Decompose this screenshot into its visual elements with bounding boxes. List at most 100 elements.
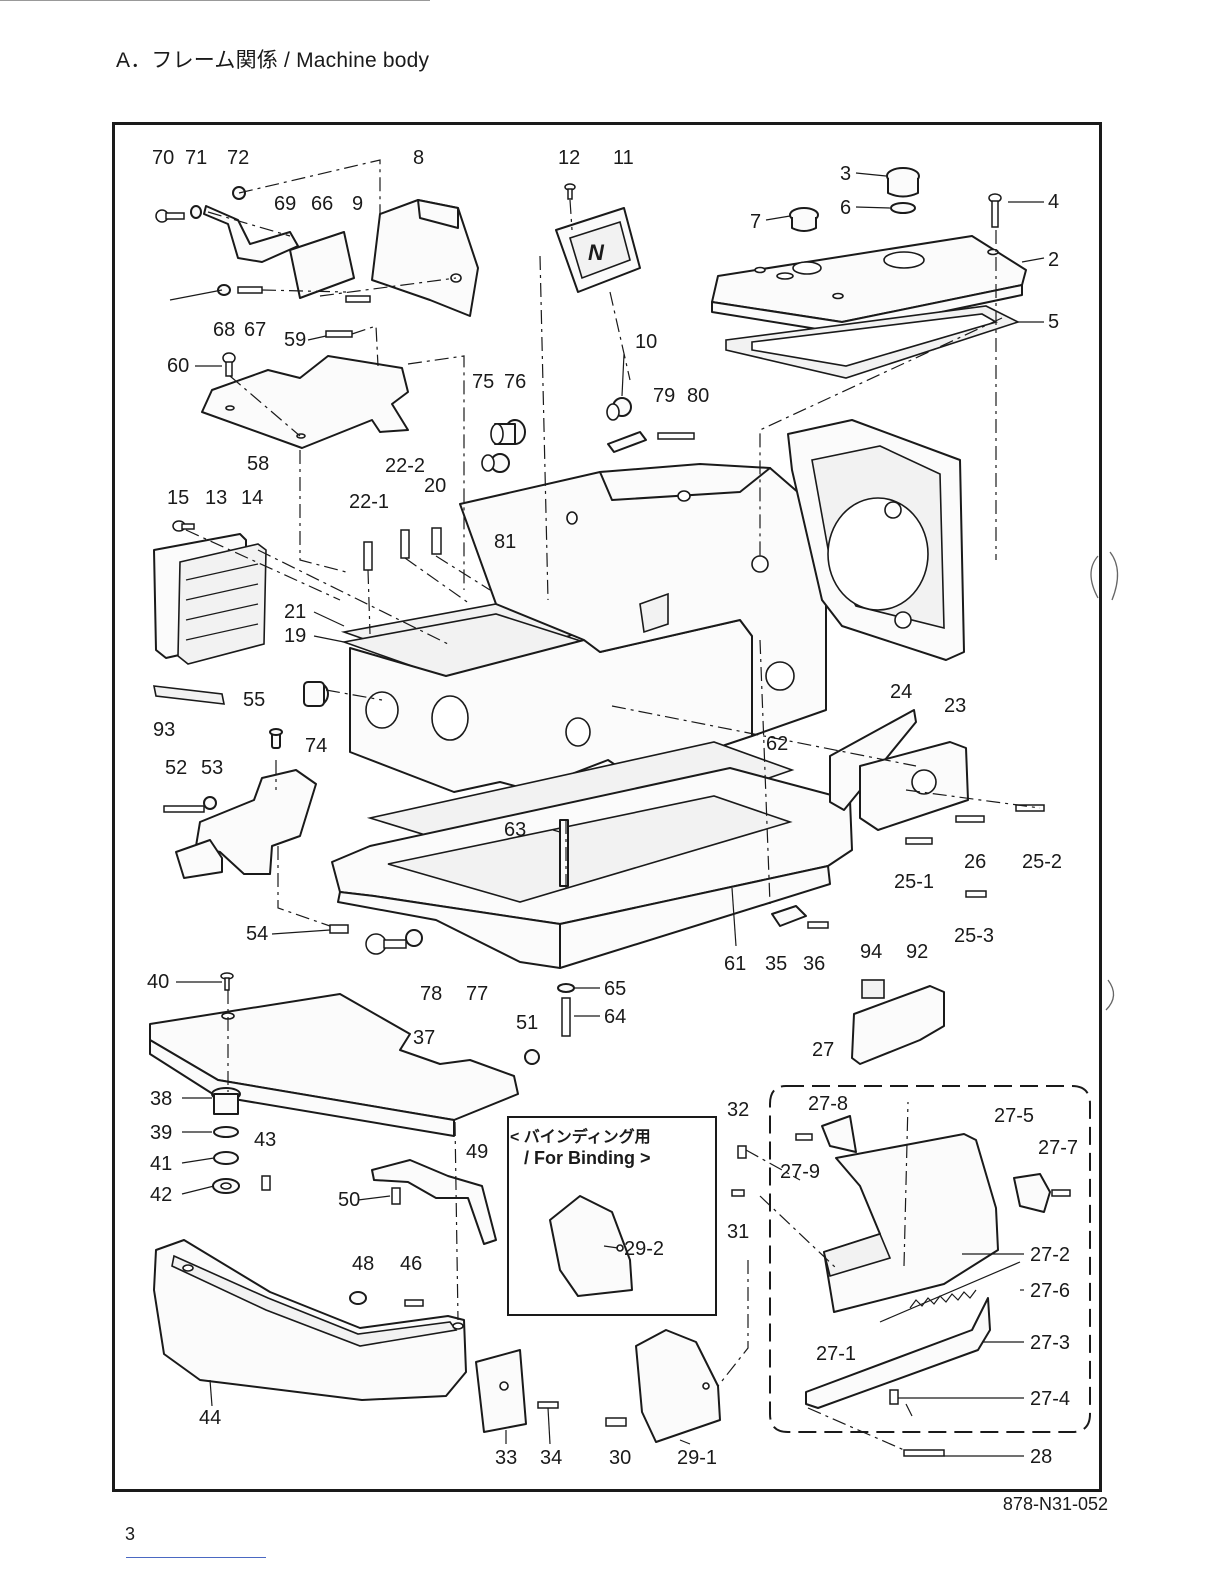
label-35: 35 bbox=[765, 953, 787, 975]
label-52: 52 bbox=[165, 757, 187, 779]
label-5: 5 bbox=[1048, 311, 1059, 333]
binding-inset-title-line2: / For Binding > bbox=[524, 1148, 651, 1168]
document-number: 878-N31-052 bbox=[1002, 1494, 1108, 1514]
label-67: 67 bbox=[244, 319, 266, 341]
label-22-2-value: 22-2 bbox=[385, 455, 425, 477]
label-50: 50 bbox=[338, 1189, 360, 1211]
label-27: 27 bbox=[812, 1039, 834, 1061]
part-65-washer bbox=[557, 983, 575, 993]
part-80-screw bbox=[657, 432, 695, 440]
part-68-washer bbox=[217, 284, 231, 296]
part-25-3-screw bbox=[965, 890, 987, 898]
part-27-7-screw bbox=[1051, 1189, 1071, 1197]
part-52-screw bbox=[163, 805, 205, 813]
part-40-screw bbox=[220, 972, 234, 991]
part-38-rubber-foot bbox=[211, 1087, 241, 1115]
label-25-2: 25-2 bbox=[1022, 851, 1062, 873]
machine-frame-main-body bbox=[349, 463, 827, 793]
label-63: 63 bbox=[504, 819, 526, 841]
part-31-screw bbox=[731, 1189, 745, 1197]
label-93: 93 bbox=[153, 719, 175, 741]
part-27-4-screw bbox=[889, 1389, 899, 1405]
part-78-bolt bbox=[365, 933, 407, 955]
label-68: 68 bbox=[213, 319, 235, 341]
part-27-8-plate bbox=[821, 1115, 857, 1153]
label-64: 64 bbox=[604, 1006, 626, 1028]
part-4-screw bbox=[988, 193, 1002, 228]
part-35-bracket bbox=[771, 905, 807, 927]
part-39-washer bbox=[213, 1126, 239, 1138]
label-27-4: 27-4 bbox=[1030, 1388, 1070, 1410]
part-25-1-screw bbox=[905, 837, 933, 845]
label-4: 4 bbox=[1048, 191, 1059, 213]
label-40: 40 bbox=[147, 971, 169, 993]
label-15: 15 bbox=[167, 487, 189, 509]
label-66: 66 bbox=[311, 193, 333, 215]
label-72: 72 bbox=[227, 147, 249, 169]
part-48-plug bbox=[349, 1291, 367, 1305]
part-69-bracket bbox=[203, 205, 299, 263]
label-92: 92 bbox=[906, 941, 928, 963]
label-48: 48 bbox=[352, 1253, 374, 1275]
label-28: 28 bbox=[1030, 1446, 1052, 1468]
label-94: 94 bbox=[860, 941, 882, 963]
label-27-2: 27-2 bbox=[1030, 1244, 1070, 1266]
label-76: 76 bbox=[504, 371, 526, 393]
label-27-8: 27-8 bbox=[808, 1093, 848, 1115]
label-26: 26 bbox=[964, 851, 986, 873]
label-27-5: 27-5 bbox=[994, 1105, 1034, 1127]
leader-lines bbox=[169, 172, 1045, 1457]
part-43-screw bbox=[261, 1175, 271, 1191]
part-30-screw bbox=[605, 1417, 627, 1427]
label-13: 13 bbox=[205, 487, 227, 509]
part-27-6-spring bbox=[879, 1261, 1021, 1323]
part-2-top-cover bbox=[711, 235, 1027, 334]
label-43: 43 bbox=[254, 1129, 276, 1151]
label-6: 6 bbox=[840, 197, 851, 219]
part-bracket-left bbox=[175, 769, 317, 879]
part-63-post bbox=[559, 819, 569, 887]
label-77: 77 bbox=[466, 983, 488, 1005]
part-36-screw bbox=[807, 921, 829, 929]
label-27-1: 27-1 bbox=[816, 1343, 856, 1365]
part-27-1-guard bbox=[823, 1133, 999, 1313]
part-74-bushing bbox=[303, 681, 329, 707]
part-44-front-cover bbox=[153, 1239, 467, 1401]
part-71-washer bbox=[190, 205, 202, 219]
scan-edge-mark-lower bbox=[1105, 979, 1115, 1011]
part-frame-side-plate bbox=[787, 419, 965, 661]
part-14-filter bbox=[177, 543, 267, 665]
diagram-frame bbox=[112, 122, 1102, 1492]
label-74: 74 bbox=[305, 735, 327, 757]
part-94-label bbox=[861, 979, 885, 999]
label-19: 19 bbox=[284, 625, 306, 647]
part-20-screw bbox=[431, 527, 442, 555]
part-75-bushing bbox=[481, 453, 510, 473]
label-62: 62 bbox=[766, 733, 788, 755]
label-49: 49 bbox=[466, 1141, 488, 1163]
part-22-2-screw bbox=[400, 529, 410, 559]
label-30: 30 bbox=[609, 1447, 631, 1469]
label-23: 23 bbox=[944, 695, 966, 717]
label-80: 80 bbox=[687, 385, 709, 407]
part-15-screw bbox=[172, 520, 195, 532]
part-77-washer bbox=[405, 929, 423, 947]
label-51: 51 bbox=[516, 1012, 538, 1034]
label-69: 69 bbox=[274, 193, 296, 215]
part-25-2-screw bbox=[1015, 804, 1045, 812]
label-31: 31 bbox=[727, 1221, 749, 1243]
label-59: 59 bbox=[284, 329, 306, 351]
part-11-name-plate: N bbox=[555, 207, 641, 293]
part-29-1-guard bbox=[635, 1329, 721, 1443]
label-9: 9 bbox=[352, 193, 363, 215]
scan-edge-mark-upper bbox=[1090, 551, 1119, 601]
part-79-bracket bbox=[607, 431, 647, 453]
part-61-base bbox=[331, 767, 853, 969]
label-70: 70 bbox=[152, 147, 174, 169]
part-8-bracket bbox=[371, 199, 479, 317]
label-42: 42 bbox=[150, 1184, 172, 1206]
label-71: 71 bbox=[185, 147, 207, 169]
part-37-table-plate bbox=[149, 993, 519, 1137]
part-6-o-ring bbox=[890, 202, 916, 214]
label-32: 32 bbox=[727, 1099, 749, 1121]
